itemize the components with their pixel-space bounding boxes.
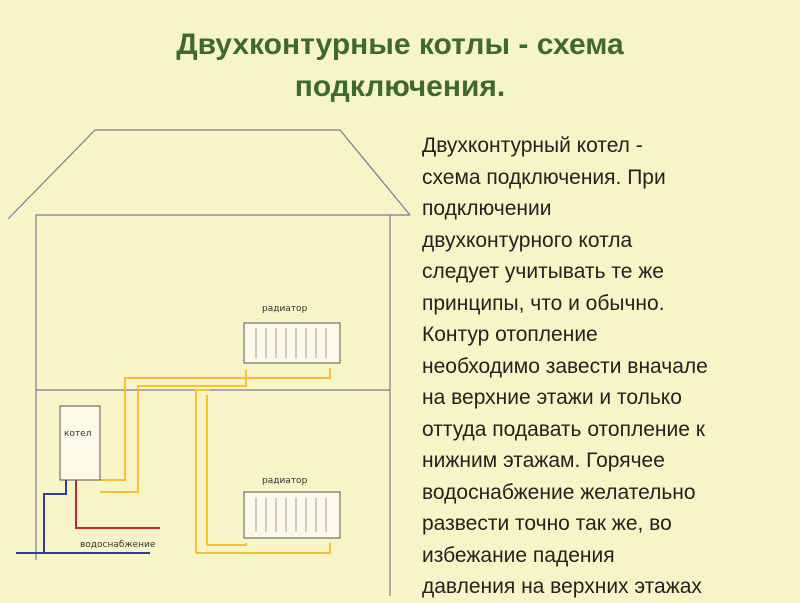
description-line: принципы, что и обычно. [422,291,665,315]
description-line: на верхние этажи и только [422,386,682,409]
page-title: Двухконтурные котлы - схема подключения. [0,24,800,108]
description-line: развести точно так же, во [422,512,672,535]
boiler [59,405,101,481]
hot-water-pipe [75,480,160,529]
house-outline [7,129,411,596]
radiator-upper-label: радиатор [262,304,308,314]
description-line: подключении [422,197,552,220]
description-text: Двухконтурный котел - схема подключения. … [422,130,800,603]
house-roof [7,129,411,220]
description-line: двухконтурного котла [422,228,633,252]
description-line: Контур отопление [422,323,598,346]
description-line: оттуда подавать отопление к [422,417,705,441]
title-line-2: подключения. [294,70,506,103]
radiator-lower [243,491,341,539]
radiator-upper [243,322,341,364]
house-wall-left [35,214,410,560]
cold-water-pipe [16,480,150,554]
boiler-label: котел [64,429,91,439]
description-line: схема подключения. При [422,165,666,189]
description-line: Двухконтурный котел - [422,134,643,157]
radiator-lower-label: радиатор [262,476,308,486]
water-supply-label: водоснабжение [80,540,156,550]
description-line: водоснабжение желательно [422,480,696,504]
description-line: нижним этажам. Горячее [422,449,665,472]
title-line-1: Двухконтурные котлы - схема [176,28,624,61]
heating-pipes [100,368,331,554]
description-line: избежание падения [422,543,615,567]
description-line: следует учитывать те же [422,260,664,283]
description-line: давления на верхних этажах [422,575,702,598]
description-line: необходимо завести вначале [422,354,708,378]
